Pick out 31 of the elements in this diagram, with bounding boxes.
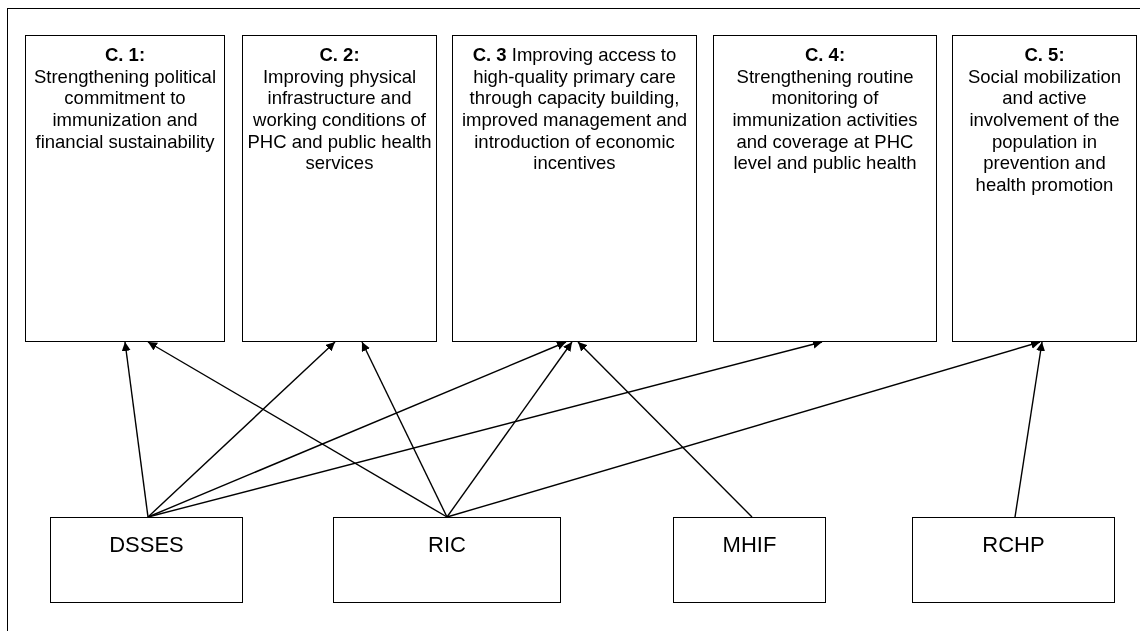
component-description: Strengthening routine monitoring of immunization activities and coverage at PHC level and public health xyxy=(731,65,919,174)
agency-name: RIC xyxy=(428,532,466,558)
agency-name: DSSES xyxy=(109,532,184,558)
arrow xyxy=(147,341,336,518)
component-heading: C. 1: xyxy=(104,44,146,66)
arrow xyxy=(446,341,573,518)
arrow xyxy=(361,341,448,518)
component-heading: C. 5: xyxy=(1024,44,1065,66)
component-heading: C. 4: xyxy=(804,44,846,66)
component-box xyxy=(25,35,225,342)
agency-box xyxy=(673,517,826,603)
agency-box xyxy=(50,517,243,603)
component-box xyxy=(452,35,697,342)
component-description: Social mobilization and active involvement of the population in prevention and health promotion xyxy=(966,65,1123,196)
component-box xyxy=(713,35,937,342)
agency-box xyxy=(333,517,561,603)
arrow xyxy=(577,341,753,518)
arrow xyxy=(446,340,1041,518)
arrow xyxy=(147,341,448,518)
agency-name: MHIF xyxy=(722,532,777,558)
arrow xyxy=(121,341,149,518)
agency-box xyxy=(912,517,1115,603)
component-box xyxy=(242,35,437,342)
component-description: C. 3 Improving access to high-quality primary care through capacity building, improved management and introduction of economic incentives xyxy=(460,44,689,174)
component-description: Improving physical infrastructure and working conditions of PHC and public health services xyxy=(247,65,432,174)
agency-name: RCHP xyxy=(982,532,1045,558)
component-heading: C. 2: xyxy=(319,44,360,66)
arrow xyxy=(1014,341,1046,518)
component-description: Strengthening political commitment to immunization and financial sustainability xyxy=(32,65,217,153)
component-box xyxy=(952,35,1137,342)
arrow xyxy=(147,341,567,518)
